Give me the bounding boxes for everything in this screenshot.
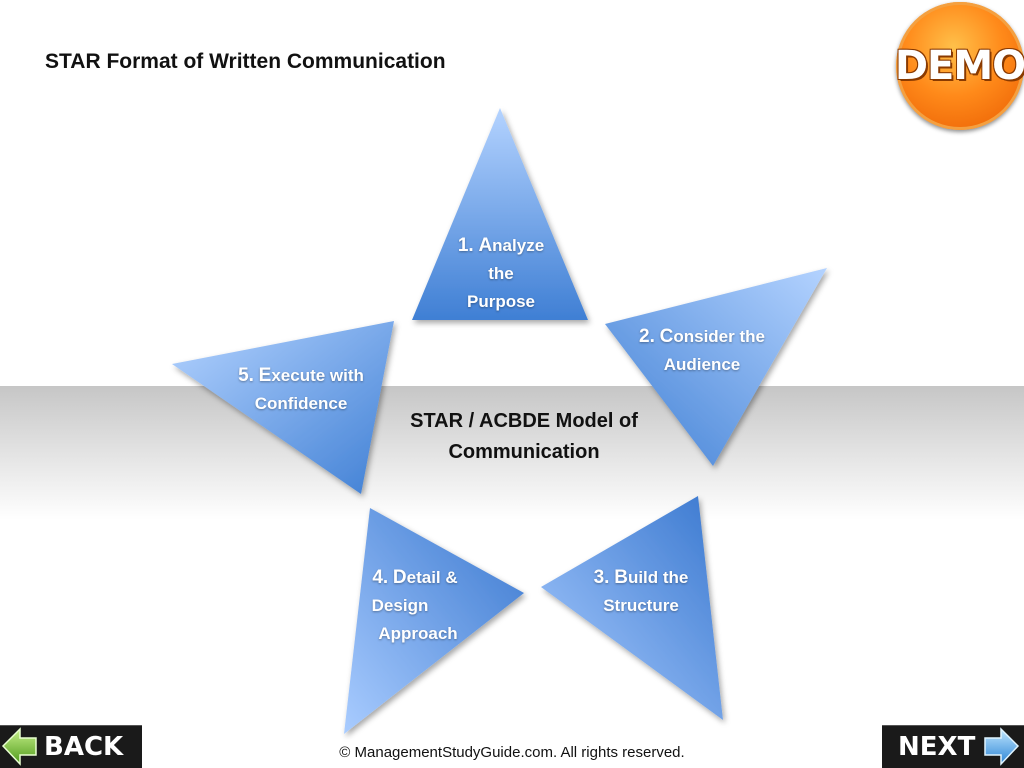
- arrow-right-icon: [984, 727, 1020, 766]
- gray-gradient-band: [0, 386, 1024, 520]
- step-consider-label: 2. Consider the Audience: [639, 326, 765, 374]
- triangle-consider: [605, 268, 827, 466]
- model-center-label: STAR / ACBDE Model of Communication: [410, 410, 638, 463]
- triangle-analyze: [412, 108, 588, 320]
- step-build-label: 3. Build the Structure: [593, 567, 689, 615]
- arrow-left-icon: [1, 727, 37, 766]
- triangle-execute: [172, 321, 394, 494]
- demo-badge: DEMO: [894, 2, 1024, 130]
- step-execute-label: 5. Execute with Confidence: [238, 365, 364, 413]
- copyright-footer: © ManagementStudyGuide.com. All rights r…: [339, 744, 685, 761]
- slide-title: STAR Format of Written Communication: [45, 50, 446, 73]
- step-analyze-label: 1. Analyze the Purpose: [457, 235, 545, 311]
- triangle-build: [541, 496, 723, 720]
- next-button-label: NEXT: [898, 731, 976, 762]
- triangle-detail: [344, 508, 524, 734]
- next-button[interactable]: NEXT: [882, 725, 1024, 768]
- back-button[interactable]: BACK: [0, 725, 142, 768]
- demo-badge-text: DEMO: [894, 43, 1024, 89]
- step-detail-label: 4. Detail & Design Approach: [371, 567, 458, 643]
- back-button-label: BACK: [44, 731, 124, 762]
